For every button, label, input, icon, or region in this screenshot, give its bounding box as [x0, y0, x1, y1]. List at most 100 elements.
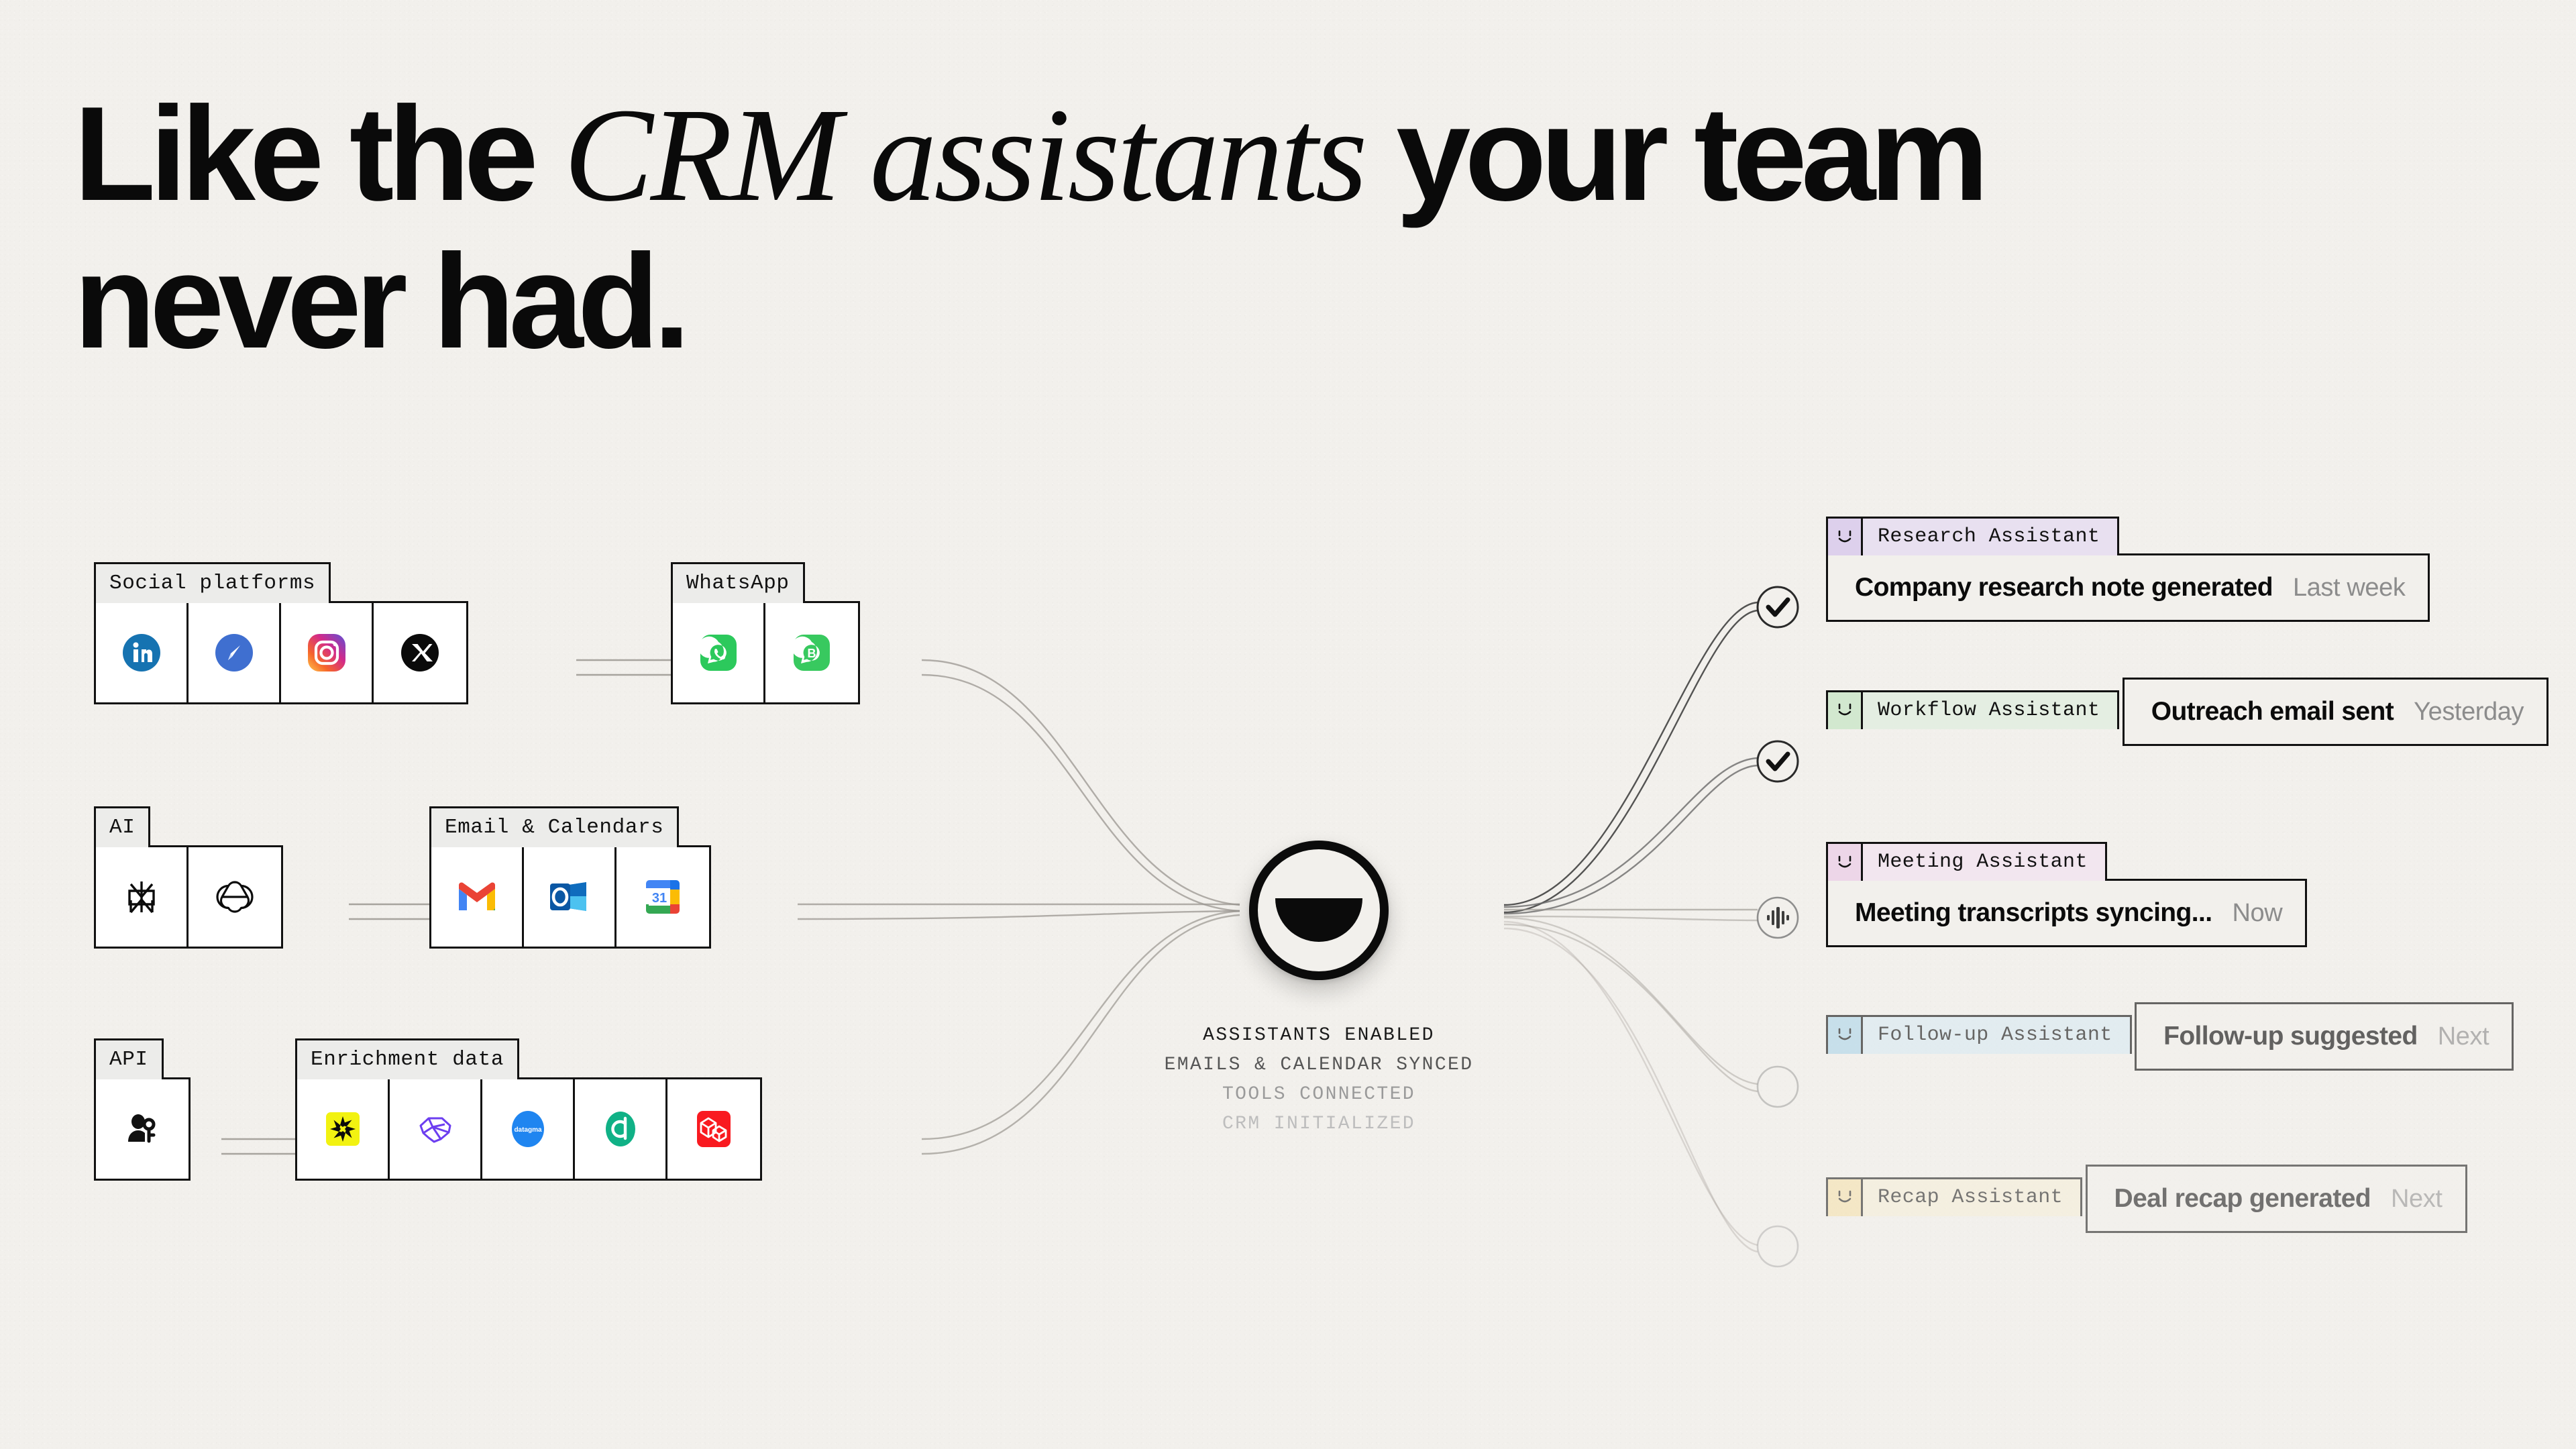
source-group-api: API	[94, 1038, 191, 1181]
assistant-card-meeting[interactable]: Meeting Assistant Meeting transcripts sy…	[1826, 842, 2576, 947]
dropcontact-icon	[605, 1112, 635, 1146]
assistant-message: Outreach email sent	[2151, 697, 2394, 726]
group-cells: 31	[429, 845, 711, 949]
headline-emphasis: CRM assistants	[564, 81, 1367, 229]
smiley-face-icon	[1828, 1179, 1863, 1216]
group-label: Email & Calendars	[429, 806, 680, 847]
headline-part-1: Like the	[74, 79, 564, 229]
assistant-card-workflow[interactable]: Workflow Assistant Outreach email sent Y…	[1826, 678, 2549, 746]
assistant-card-follow-up[interactable]: Follow-up Assistant Follow-up suggested …	[1826, 1002, 2514, 1071]
status-node-waveform	[1756, 896, 1799, 939]
assistant-timestamp: Next	[2437, 1022, 2489, 1051]
group-label: Social platforms	[94, 562, 331, 603]
group-label: API	[94, 1038, 164, 1079]
x-twitter-icon	[401, 634, 439, 672]
status-node-check-2	[1756, 740, 1799, 783]
whatsapp-icon	[698, 635, 737, 671]
assistant-timestamp: Yesterday	[2414, 698, 2524, 726]
source-group-enrichment-data: Enrichment data	[295, 1038, 762, 1181]
hub-status-line-3: TOOLS CONNECTED	[1222, 1084, 1416, 1105]
group-cells: datagma	[295, 1077, 762, 1181]
integration-cell-dropcontact[interactable]	[575, 1079, 667, 1179]
integration-cell-openai[interactable]	[189, 847, 281, 947]
assistant-message: Company research note generated	[1855, 573, 2273, 602]
status-node-empty-2	[1756, 1225, 1799, 1268]
source-group-email-calendars: Email & Calendars	[429, 806, 711, 949]
svg-text:B: B	[808, 647, 816, 660]
status-node-check-1	[1756, 586, 1799, 629]
smiley-face-icon	[1828, 692, 1863, 729]
source-group-social-platforms: Social platforms	[94, 562, 468, 704]
assistant-card-body: Follow-up suggested Next	[2135, 1002, 2514, 1071]
status-node-empty-1	[1756, 1065, 1799, 1108]
datagma-icon: datagma	[511, 1111, 544, 1147]
mistral-star-icon	[127, 881, 155, 914]
assistant-title: Research Assistant	[1878, 525, 2100, 548]
group-cells	[94, 845, 283, 949]
headline-part-2: your team	[1364, 79, 1989, 229]
cube-stack-icon	[697, 1111, 731, 1147]
linkedin-icon	[122, 634, 160, 672]
integration-cell-gmail[interactable]	[431, 847, 524, 947]
integration-cell-whatsapp[interactable]	[673, 603, 765, 702]
integration-cell-clay[interactable]	[297, 1079, 390, 1179]
integration-cell-datagma[interactable]: datagma	[482, 1079, 575, 1179]
assistant-card-header: Meeting Assistant	[1826, 842, 2107, 881]
assistant-card-body: Meeting transcripts syncing... Now	[1826, 879, 2308, 947]
source-group-ai: AI	[94, 806, 283, 949]
smiley-face-icon	[1828, 844, 1863, 881]
assistant-message: Meeting transcripts syncing...	[1855, 898, 2212, 927]
assistant-card-header: Recap Assistant	[1826, 1177, 2083, 1216]
assistant-title: Recap Assistant	[1878, 1185, 2063, 1209]
integration-cell-cube-stack[interactable]	[667, 1079, 760, 1179]
brain-origami-icon	[419, 1117, 451, 1143]
assistant-message: Deal recap generated	[2114, 1184, 2371, 1213]
datagma-wordmark: datagma	[514, 1126, 542, 1134]
assistant-title: Meeting Assistant	[1878, 851, 2088, 873]
integration-cell-ai-model[interactable]	[96, 847, 189, 947]
smiley-face-icon	[1828, 1016, 1863, 1054]
instagram-icon	[307, 634, 345, 672]
assistant-timestamp: Now	[2232, 899, 2283, 927]
hub-status-line-1: ASSISTANTS ENABLED	[1203, 1025, 1435, 1046]
whatsapp-business-icon: B	[792, 635, 830, 671]
integration-cell-navigator[interactable]	[189, 603, 281, 702]
gmail-icon	[458, 882, 495, 910]
assistant-hub-node[interactable]	[1249, 841, 1389, 980]
integration-cell-linkedin[interactable]	[96, 603, 189, 702]
assistant-card-research[interactable]: Research Assistant Company research note…	[1826, 517, 2576, 622]
google-calendar-icon: 31	[646, 880, 680, 914]
assistant-card-body: Company research note generated Last wee…	[1826, 553, 2430, 622]
assistant-card-body: Deal recap generated Next	[2085, 1165, 2467, 1233]
integration-cell-x[interactable]	[374, 603, 466, 702]
group-label: Enrichment data	[295, 1038, 520, 1079]
group-cells	[94, 601, 468, 704]
group-cells	[94, 1077, 191, 1181]
group-cells: B	[671, 601, 860, 704]
smiley-face-icon	[1275, 898, 1362, 942]
assistant-timestamp: Last week	[2292, 574, 2406, 602]
source-group-whatsapp: WhatsApp B	[671, 562, 860, 704]
user-key-icon	[128, 1114, 156, 1143]
assistant-title: Workflow Assistant	[1878, 698, 2100, 722]
assistant-title: Follow-up Assistant	[1878, 1023, 2112, 1046]
assistant-card-header: Research Assistant	[1826, 517, 2120, 555]
assistant-card-recap[interactable]: Recap Assistant Deal recap generated Nex…	[1826, 1165, 2467, 1233]
integration-cell-outlook[interactable]	[524, 847, 616, 947]
integration-cell-instagram[interactable]	[281, 603, 374, 702]
outlook-icon	[549, 882, 586, 911]
hub-status-log: ASSISTANTS ENABLED EMAILS & CALENDAR SYN…	[1120, 1025, 1517, 1143]
integration-cell-whatsapp-business[interactable]: B	[765, 603, 858, 702]
assistant-message: Follow-up suggested	[2163, 1022, 2418, 1051]
integration-cell-api-user[interactable]	[96, 1079, 189, 1179]
hub-status-line-2: EMAILS & CALENDAR SYNCED	[1164, 1055, 1474, 1075]
headline-line-2: never had.	[74, 227, 690, 376]
integration-cell-google-calendar[interactable]: 31	[616, 847, 709, 947]
integration-cell-enrichment-brain[interactable]	[390, 1079, 482, 1179]
group-label: WhatsApp	[671, 562, 805, 603]
assistant-timestamp: Next	[2391, 1185, 2443, 1213]
clay-burst-icon	[325, 1112, 360, 1146]
assistant-card-header: Follow-up Assistant	[1826, 1014, 2132, 1054]
assistant-card-body: Outreach email sent Yesterday	[2122, 678, 2549, 746]
